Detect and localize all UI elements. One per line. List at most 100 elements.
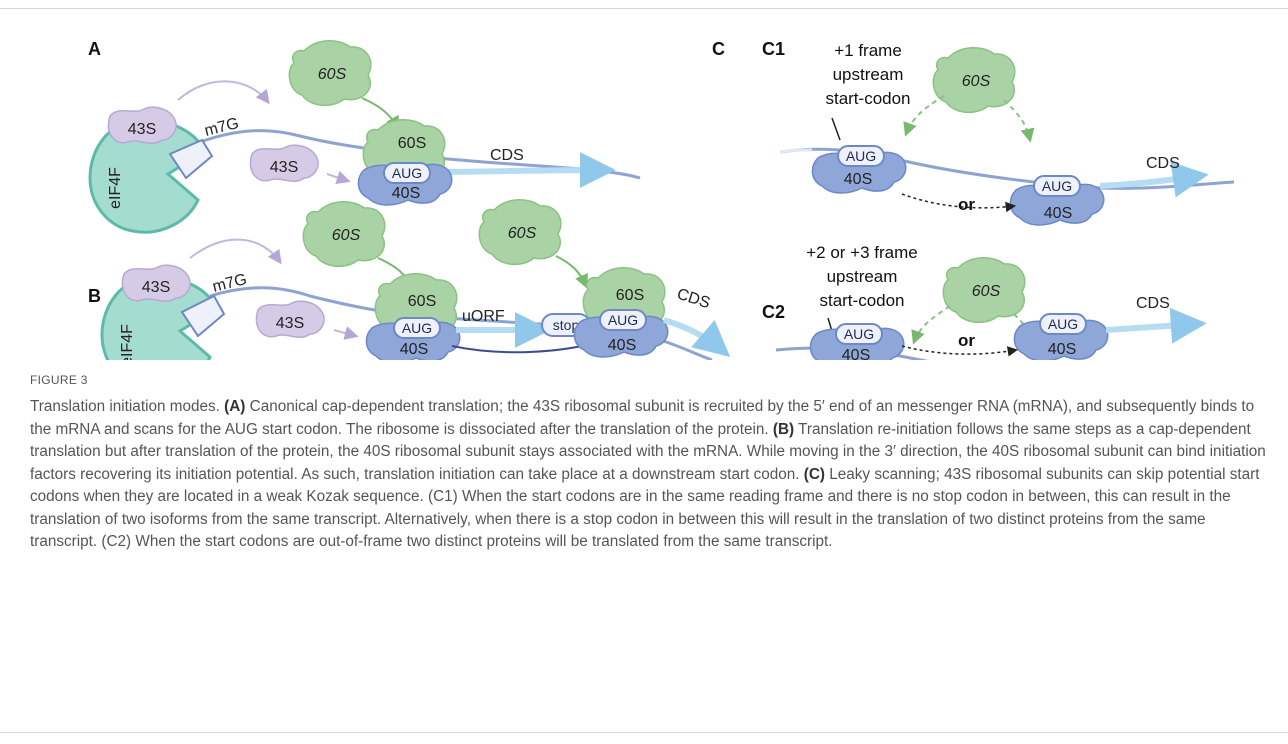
cds-arrow xyxy=(424,152,616,189)
svg-text:40S: 40S xyxy=(608,337,636,354)
caption-title: Translation initiation modes. xyxy=(30,398,220,415)
eif4f-complex: eIF4F xyxy=(88,118,206,234)
mrna-fade xyxy=(779,148,813,154)
svg-text:AUG: AUG xyxy=(608,312,638,328)
40s-subunit: 40S xyxy=(365,321,461,360)
43s-complex-scanning: 43S xyxy=(255,300,325,338)
aug-codon-box: AUG xyxy=(837,145,885,167)
svg-text:40S: 40S xyxy=(392,185,420,202)
aug-codon-box: AUG xyxy=(599,309,647,331)
c2-frame-note-line2: upstream xyxy=(827,267,898,286)
cds-arrow xyxy=(1105,307,1207,344)
scan-arrow xyxy=(333,326,359,340)
svg-text:AUG: AUG xyxy=(846,148,876,164)
panel-label-c: C xyxy=(712,39,725,59)
join-arrow-dashed xyxy=(911,305,951,345)
40s-subunit: 40S xyxy=(573,315,669,358)
40s-subunit: 40S xyxy=(809,327,905,360)
caption-a-text: Canonical cap-dependent translation; the… xyxy=(30,398,1255,438)
40s-subunit: 40S xyxy=(811,151,907,194)
join-arrow-dashed xyxy=(903,95,945,137)
caption-b-text: Translation re-initiation follows the sa… xyxy=(30,420,1266,483)
pointer-line xyxy=(831,117,841,141)
panel-label-b: B xyxy=(88,286,101,306)
svg-text:eIF4F: eIF4F xyxy=(119,324,136,360)
60s-subunit-assembled: 60S xyxy=(582,266,666,334)
panel-label-c2: C2 xyxy=(762,302,785,322)
svg-text:43S: 43S xyxy=(128,121,156,138)
recruit-arrow xyxy=(177,80,270,105)
translation-initiation-diagram: A CDS eIF4F m7G 43S 43S 60S 60S 40S AUG … xyxy=(88,39,1235,360)
60s-subunit: 60S xyxy=(302,200,386,268)
cds-label: CDS xyxy=(1136,295,1170,312)
c2-frame-note-line3: start-codon xyxy=(819,291,904,310)
43s-complex-scanning: 43S xyxy=(249,144,319,182)
40s-subunit: 40S xyxy=(1013,319,1109,360)
40s-subunit: 40S xyxy=(357,163,453,206)
join-arrow-dashed xyxy=(1003,99,1035,143)
svg-text:60S: 60S xyxy=(332,227,361,244)
panel-label-c1: C1 xyxy=(762,39,785,59)
60s-subunit: 60S xyxy=(478,198,562,266)
aug-codon-box: AUG xyxy=(383,162,431,184)
svg-text:40S: 40S xyxy=(844,171,872,188)
cds-arrow xyxy=(663,317,731,358)
60s-subunit: 60S xyxy=(288,39,372,107)
svg-text:40S: 40S xyxy=(842,347,870,360)
svg-text:AUG: AUG xyxy=(1042,178,1072,194)
svg-text:43S: 43S xyxy=(270,159,298,176)
mrna-cap xyxy=(180,294,226,338)
43s-complex: 43S xyxy=(121,264,191,302)
aug-codon-box: AUG xyxy=(1033,175,1081,197)
caption-c-tag: (C) xyxy=(803,465,826,483)
m7g-label: m7G xyxy=(203,115,241,140)
aug-codon-box: AUG xyxy=(1039,313,1087,335)
join-arrow xyxy=(555,255,589,289)
svg-text:43S: 43S xyxy=(276,315,304,332)
svg-text:60S: 60S xyxy=(318,66,347,83)
cds-arrow xyxy=(1099,161,1209,198)
scan-arrow xyxy=(326,170,351,185)
svg-text:AUG: AUG xyxy=(844,326,874,342)
leaky-scan-arrow xyxy=(901,345,1019,357)
cds-label: CDS xyxy=(1146,155,1180,172)
60s-subunit-assembled: 60S xyxy=(362,118,446,186)
c1-frame-note-line1: +1 frame xyxy=(834,41,902,60)
aug-codon-box: AUG xyxy=(393,317,441,339)
figure-label: FIGURE 3 xyxy=(30,373,88,387)
svg-text:60S: 60S xyxy=(508,225,537,242)
bottom-rule xyxy=(0,732,1288,733)
m7g-label: m7G xyxy=(211,271,249,296)
top-rule xyxy=(0,8,1288,9)
svg-text:AUG: AUG xyxy=(1048,316,1078,332)
panel-label-a: A xyxy=(88,39,101,59)
svg-text:40S: 40S xyxy=(1044,205,1072,222)
c1-frame-note-line2: upstream xyxy=(833,65,904,84)
svg-text:60S: 60S xyxy=(398,135,426,152)
caption-c-text: Leaky scanning; 43S ribosomal subunits c… xyxy=(30,465,1260,551)
svg-text:60S: 60S xyxy=(962,73,991,90)
leaky-scan-arrow xyxy=(901,193,1017,213)
svg-text:eIF4F: eIF4F xyxy=(107,167,124,209)
svg-text:stop: stop xyxy=(553,317,580,333)
60s-subunit: 60S xyxy=(932,46,1016,114)
cds-label: CDS xyxy=(675,286,712,313)
c1-frame-note-line3: start-codon xyxy=(825,89,910,108)
43s-complex: 43S xyxy=(107,106,177,144)
svg-text:40S: 40S xyxy=(400,341,428,358)
svg-text:43S: 43S xyxy=(142,279,170,296)
or-label: or xyxy=(958,331,975,350)
caption-b-tag: (B) xyxy=(772,420,795,438)
caption-a-tag: (A) xyxy=(224,398,246,415)
60s-subunit-assembled: 60S xyxy=(374,272,458,340)
svg-text:60S: 60S xyxy=(972,283,1001,300)
c2-frame-note-line1: +2 or +3 frame xyxy=(806,243,918,262)
cds-label: CDS xyxy=(490,147,524,164)
svg-text:60S: 60S xyxy=(616,287,644,304)
svg-text:AUG: AUG xyxy=(402,320,432,336)
svg-text:60S: 60S xyxy=(408,293,436,310)
figure-caption: Translation initiation modes. (A) Canoni… xyxy=(30,396,1270,554)
svg-text:40S: 40S xyxy=(1048,341,1076,358)
or-label: or xyxy=(958,195,975,214)
60s-subunit: 60S xyxy=(942,256,1026,324)
